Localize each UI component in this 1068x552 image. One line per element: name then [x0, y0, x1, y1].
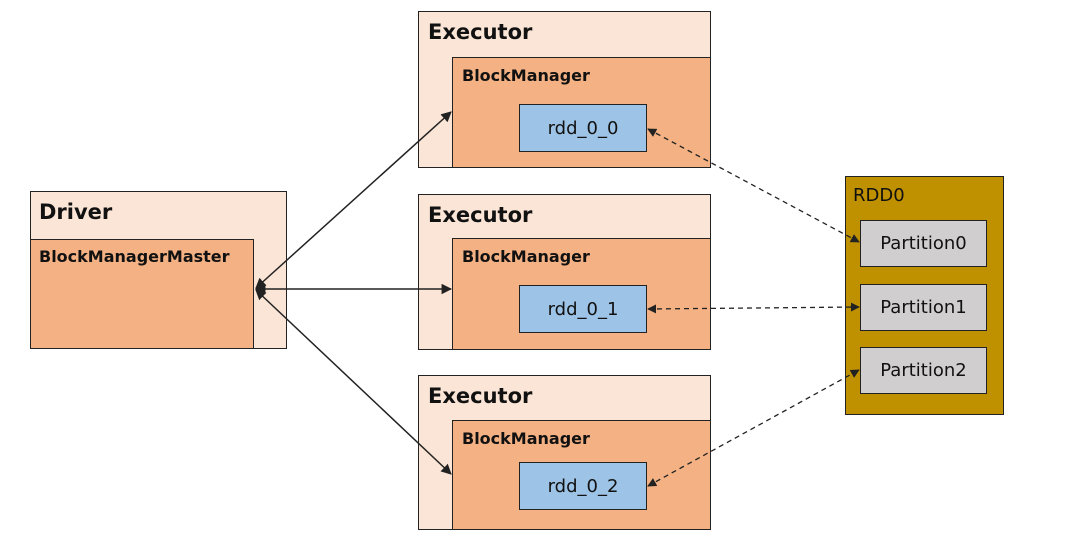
rdd-title: RDD0	[853, 185, 905, 206]
partition-0: Partition0	[860, 220, 987, 267]
partition-1: Partition1	[860, 284, 987, 331]
partition-2: Partition2	[860, 347, 987, 394]
rdd-block-0: rdd_0_0	[519, 104, 647, 152]
driver-executor-link-0	[255, 111, 452, 289]
block-partition-link-2	[647, 369, 860, 487]
executor-title-0: Executor	[428, 20, 533, 44]
block-manager-master-label: BlockManagerMaster	[39, 247, 230, 266]
driver-executor-link-2	[255, 289, 452, 475]
block-partition-link-0	[647, 128, 860, 243]
block-manager-label-1: BlockManager	[462, 247, 590, 266]
block-manager-master-box	[30, 239, 254, 349]
block-partition-link-1	[647, 302, 860, 314]
driver-title: Driver	[39, 200, 113, 224]
block-manager-label-0: BlockManager	[462, 66, 590, 85]
block-manager-label-2: BlockManager	[462, 429, 590, 448]
rdd-block-1: rdd_0_1	[519, 285, 647, 333]
rdd-block-2: rdd_0_2	[519, 462, 647, 510]
